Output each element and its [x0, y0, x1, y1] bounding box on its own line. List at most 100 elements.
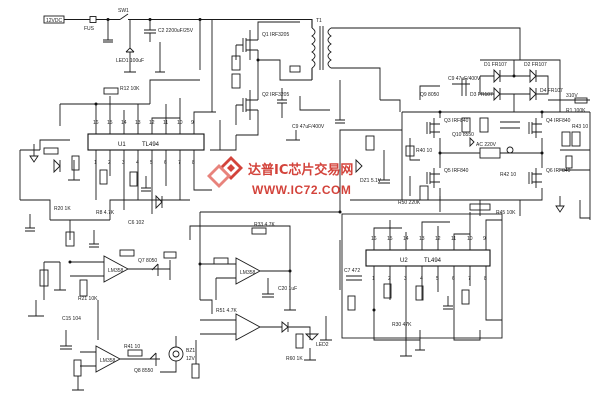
r-low1-label: R20 1K: [54, 206, 71, 212]
led2-symbol: [304, 333, 320, 341]
c-t-label: C7 472: [344, 268, 360, 274]
u2-pin-number: 3: [404, 276, 407, 282]
u2-pin-number: 8: [484, 276, 487, 282]
u2-pin-number: 1: [372, 276, 375, 282]
u1-part: TL494: [142, 142, 160, 148]
r-led-label: R60 1K: [286, 356, 303, 362]
q-out1-label: Q3 IRF840: [444, 118, 469, 124]
buzzer-val-label: 12V: [186, 356, 196, 362]
buzzer-label: BZ1: [186, 348, 195, 354]
d-z-label: DZ1 5.1V: [360, 178, 382, 184]
u2-pin-number: 9: [483, 236, 486, 242]
opamp1-label: LM358: [108, 268, 124, 274]
q-out3-label: Q5 IRF840: [444, 168, 469, 174]
r-g3-label: R42 10: [500, 172, 516, 178]
watermark-logo: [207, 156, 243, 188]
watermark-url: WWW.IC72.COM: [252, 183, 351, 197]
fuse-label: FUS: [84, 26, 95, 32]
c-d-label: C6 102: [128, 220, 144, 226]
r-out-label: R30 47K: [392, 322, 412, 328]
center-section: R33 4.7K LM358 C20 1uF LED2 R60 1K R51 4…: [189, 211, 340, 362]
diode-d3: [493, 86, 501, 102]
c-hv-label: C9 47uF/400V: [292, 124, 325, 130]
r-big-label: R1 100K: [566, 108, 586, 114]
q-small1-label: Q7 8050: [138, 258, 157, 264]
r-g4-label: R43 10: [572, 124, 588, 130]
diode-d1: [493, 68, 501, 84]
u1-body: [87, 133, 205, 151]
mosfet-q1: [242, 30, 259, 60]
left-section: R20 1K LM358 R21 10K Q7 8050 C15 104 LM3…: [19, 139, 200, 391]
led2-label: LED2: [316, 342, 329, 348]
c-top-label: C2 2200uF/25V: [158, 28, 194, 34]
r-g2-label: R41 10: [124, 344, 140, 350]
output-load: [479, 147, 501, 159]
input-section: 12VDC FUS SW1 C2 2200uF/25V LED1 100uF: [43, 8, 300, 73]
r-t-label: R12 10K: [120, 86, 140, 92]
u2-label: U2: [400, 258, 408, 264]
mosfet-q4: [528, 118, 542, 138]
push-pull-section: T1 Q1 IRF3205 Q2 IRF3205 C9 47uF/400V: [210, 18, 521, 151]
u1-pin-number: 3: [122, 160, 125, 166]
ac-out-label: AC 220V: [476, 142, 497, 148]
fuse-symbol: [89, 16, 97, 23]
transformer-primary: [311, 27, 316, 69]
mosfet-q6: [528, 168, 542, 188]
opamp1: [103, 255, 129, 283]
c-hv2-label: C9 47uF/400V: [448, 76, 481, 82]
q-top2-label: Q2 IRF3205: [262, 92, 289, 98]
r-sense-label: R45 10K: [496, 210, 516, 216]
mosfet-q2: [242, 90, 259, 120]
u1-pin-number: 5: [150, 160, 153, 166]
diode-d4: [529, 86, 537, 102]
r-low2-label: R21 10K: [78, 296, 98, 302]
q-top1-label: Q1 IRF3205: [262, 32, 289, 38]
u2-pin-number: 6: [452, 276, 455, 282]
u1-pin-number: 9: [191, 120, 194, 126]
u2-pin-number: 5: [436, 276, 439, 282]
feedback-section: DZ1 5.1V R50 220K C7 472 Q9 8050 Q10 855…: [320, 85, 516, 341]
opamp2: [235, 257, 261, 285]
comparator: [235, 313, 261, 341]
hv-out-label: 310V: [566, 93, 578, 99]
u1-label: U1: [118, 142, 126, 148]
hv-bridge-section: D1 FR107 D2 FR107 D3 FR107 D4 FR107 310V…: [448, 59, 590, 114]
opamp3-label: LM358: [100, 358, 116, 364]
q-small4-label: Q10 8550: [452, 132, 474, 138]
r-fb-label: R33 4.7K: [254, 222, 276, 228]
u2-pin-number: 2: [388, 276, 391, 282]
u1-pin-number: 4: [136, 160, 139, 166]
u2-pin-number: 4: [420, 276, 423, 282]
t1-label: T1: [316, 18, 322, 24]
q-small2-label: Q8 8550: [134, 368, 153, 374]
u1-pin-number: 1: [94, 160, 97, 166]
c-v-label: C20 1uF: [278, 286, 297, 292]
u2-body: [365, 249, 491, 267]
input-label: 12VDC: [46, 18, 63, 24]
transformer-secondary: [327, 27, 332, 69]
u1-pin-number: 6: [164, 160, 167, 166]
junctions: [68, 18, 544, 312]
r-v-label: R50 220K: [398, 200, 421, 206]
c-low-label: C15 104: [62, 316, 81, 322]
d-bridge1-label: D1 FR107: [484, 62, 507, 68]
r-big-symbol: [574, 97, 588, 104]
opamp2-label: LM358: [240, 270, 256, 276]
mosfet-q5: [426, 168, 440, 188]
d-bridge2-label: D2 FR107: [524, 62, 547, 68]
u1-pin-number: 8: [192, 160, 195, 166]
d-bridge4-label: D4 FR107: [540, 88, 563, 94]
switch-label: SW1: [118, 8, 129, 14]
u2-frame: [341, 213, 503, 339]
q-small3-label: Q9 8050: [420, 92, 439, 98]
watermark: 达普IC芯片交易网 WWW.IC72.COM: [207, 156, 353, 197]
diode-d2: [529, 68, 537, 84]
watermark-title: 达普IC芯片交易网: [248, 162, 353, 178]
mosfet-q3: [426, 118, 440, 138]
r-v2-label: R51 4.7K: [216, 308, 238, 314]
q-out4-label: Q6 IRF840: [546, 168, 571, 174]
buzzer-icon: [168, 346, 184, 362]
